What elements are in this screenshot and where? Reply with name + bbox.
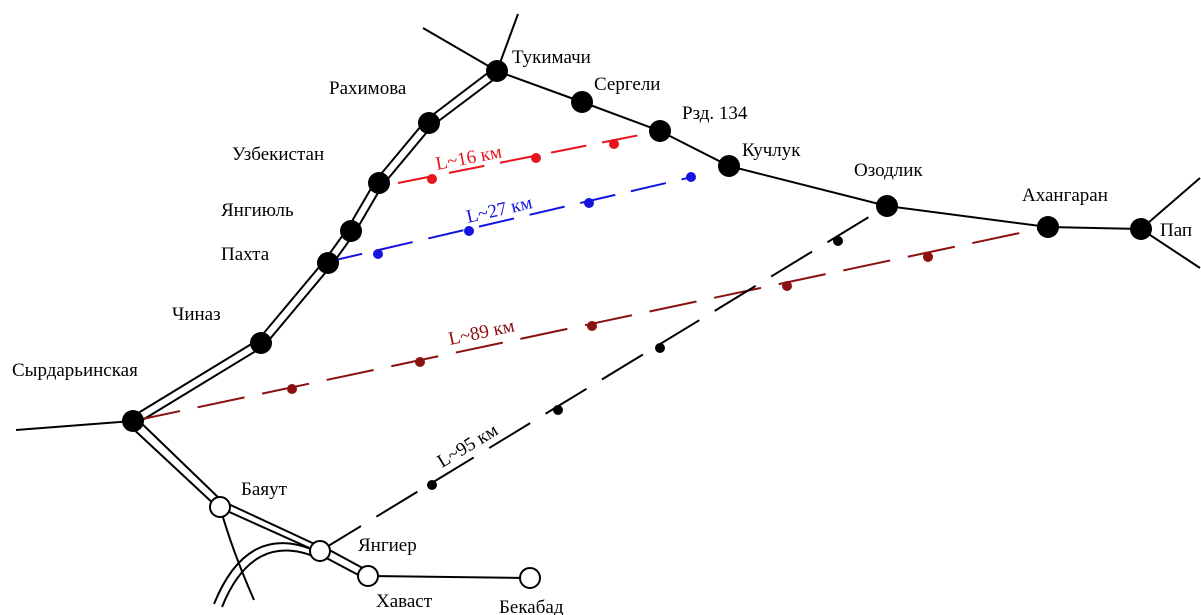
route-red: [397, 130, 661, 184]
label-uzbekistan: Узбекистан: [232, 144, 324, 165]
station-rzd134: [649, 120, 671, 142]
route-labels: L~16 км L~27 км L~89 км L~95 км: [434, 142, 535, 473]
route-blue-point: [686, 172, 696, 182]
label-rzd134: Рзд. 134: [682, 103, 748, 124]
double-track-syrdarya-yangiyer: [128, 418, 322, 552]
track-pap-southeast: [1140, 228, 1201, 269]
stations-open: [209, 496, 541, 589]
route-black-point: [553, 405, 563, 415]
station-bayaut: [209, 496, 231, 518]
station-chinaz: [250, 332, 272, 354]
station-bekabad: [519, 567, 541, 589]
station-kuchluk: [718, 155, 740, 177]
label-syrdarya: Сырдарьинская: [12, 360, 138, 381]
label-bayaut: Баяут: [241, 479, 288, 500]
track-northwest-spur: [422, 27, 498, 72]
track-west-spur: [15, 420, 134, 431]
station-uzbekistan: [368, 172, 390, 194]
route-maroon-point: [923, 252, 933, 262]
label-sergeli: Сергели: [594, 74, 660, 95]
double-track-yangiyer-curve: [213, 542, 319, 608]
station-khavast: [357, 565, 379, 587]
track-khavast-bekabad: [367, 575, 531, 579]
station-syrdarya: [122, 410, 144, 432]
route-maroon-point: [587, 321, 597, 331]
route-maroon-point: [415, 357, 425, 367]
route-black-point: [427, 480, 437, 490]
station-yangiyul: [340, 220, 362, 242]
route-blue-point: [373, 249, 383, 259]
station-pap: [1130, 218, 1152, 240]
double-track-syrdarya-tukimachi: [129, 68, 502, 425]
route-red-point: [427, 174, 437, 184]
station-ozodlik: [876, 195, 898, 217]
route-blue-point: [584, 198, 594, 208]
station-pakhta: [317, 252, 339, 274]
route-blue-point: [464, 226, 474, 236]
label-route-maroon: L~89 км: [447, 315, 517, 349]
stations-existing: [122, 60, 1152, 432]
route-maroon-point: [782, 281, 792, 291]
label-pap: Пап: [1160, 220, 1192, 241]
route-black: [319, 205, 888, 552]
route-black-point: [655, 343, 665, 353]
label-chinaz: Чиназ: [172, 304, 221, 325]
label-tukimachi: Тукимачи: [512, 47, 591, 68]
station-akhangaran: [1037, 216, 1059, 238]
label-kuchluk: Кучлук: [742, 140, 801, 161]
label-yangiyul: Янгиюль: [221, 200, 294, 221]
route-maroon-point: [287, 384, 297, 394]
station-yangiyer: [309, 540, 331, 562]
route-maroon: [132, 226, 1049, 422]
station-labels: Тукимачи Сергели Рзд. 134 Кучлук Озодлик…: [12, 47, 1192, 615]
route-red-point: [531, 153, 541, 163]
label-pakhta: Пахта: [221, 244, 270, 265]
label-khavast: Хаваст: [376, 591, 433, 612]
label-rakhimova: Рахимова: [329, 78, 407, 99]
label-ozodlik: Озодлик: [854, 160, 923, 181]
station-tukimachi: [486, 60, 508, 82]
route-red-point: [609, 139, 619, 149]
route-black-point: [833, 236, 843, 246]
label-bekabad: Бекабад: [499, 597, 564, 615]
route-blue: [326, 172, 696, 263]
station-rakhimova: [418, 112, 440, 134]
label-akhangaran: Ахангаран: [1022, 185, 1108, 206]
station-sergeli: [571, 91, 593, 113]
label-yangiyer: Янгиер: [358, 535, 417, 556]
track-pap-northeast: [1140, 177, 1201, 230]
